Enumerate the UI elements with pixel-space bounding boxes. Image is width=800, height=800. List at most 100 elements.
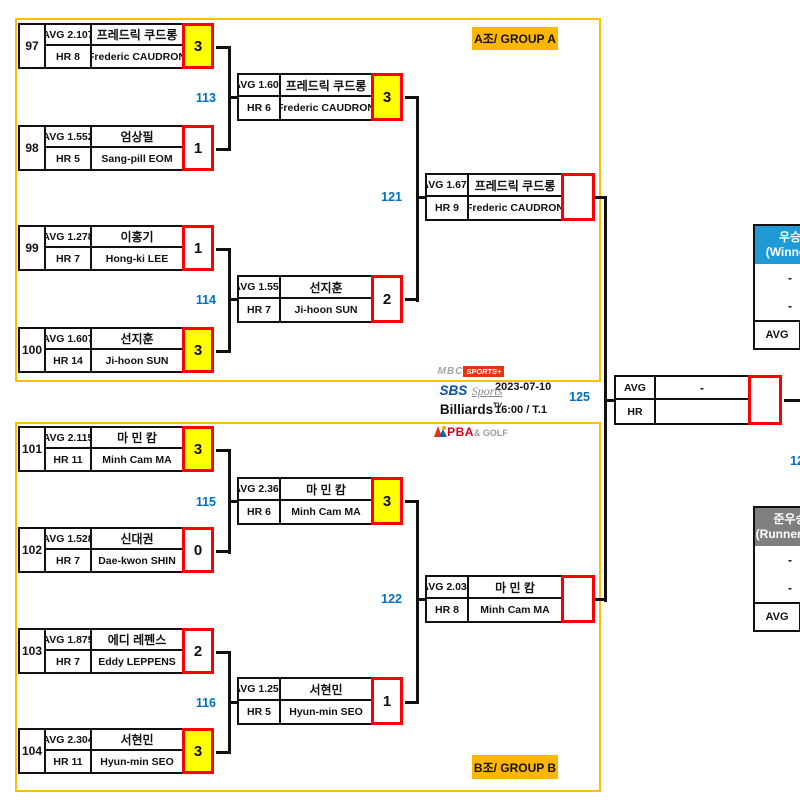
- bracket-connector: [216, 751, 230, 754]
- player-name-en: Sang-pill EOM: [101, 152, 173, 165]
- score-cell: 2: [182, 628, 214, 674]
- winner-title-en: (Winner): [765, 245, 800, 259]
- bracket-connector: [216, 148, 230, 151]
- match-date: 2023-07-10: [495, 381, 552, 393]
- score-cell: 3: [371, 73, 403, 121]
- match-number: 104: [20, 730, 46, 772]
- group-b-container: [15, 422, 601, 792]
- bracket-connector: [405, 298, 419, 301]
- player-name-kr: 프레드릭 쿠드롱: [92, 25, 182, 46]
- player-hr: HR 7: [239, 299, 281, 321]
- score-cell: [561, 173, 595, 221]
- bracket-connector: [416, 196, 427, 199]
- winner-avg-label: AVG: [755, 322, 800, 348]
- final-avg-value: -: [656, 377, 748, 400]
- player-name-en: Dae-kwon SHIN: [98, 554, 176, 567]
- billiards-logo-text: Billiards: [439, 402, 494, 417]
- bracket-connector: [405, 96, 419, 99]
- player-avg: AVG 1.552: [46, 127, 92, 148]
- player-hr: HR 6: [239, 501, 281, 523]
- player-avg: AVG 1.528: [46, 529, 92, 550]
- player-avg: AVG 1.607: [46, 329, 92, 350]
- player-name-en: Hyun-min SEO: [100, 755, 174, 768]
- player-hr: HR 8: [46, 46, 92, 67]
- player-name-kr: 마 민 캄: [469, 577, 561, 599]
- score-cell: 3: [182, 327, 214, 373]
- player-avg: AVG 1.875: [46, 630, 92, 651]
- match-number: 98: [20, 127, 46, 169]
- score-cell: 1: [371, 677, 403, 725]
- runnerup-box-body: - -: [755, 546, 800, 602]
- player-avg: AVG 1.553: [239, 277, 281, 299]
- bracket-number-126-partial: 12: [790, 454, 800, 468]
- player-name-kr: 마 민 캄: [92, 428, 182, 449]
- result-box-116: AVG 1.250 서현민 HR 5 Hyun-min SEO 1: [237, 677, 403, 725]
- bracket-number-122: 122: [381, 592, 402, 606]
- mbc-logo-text: MBC: [437, 366, 464, 377]
- score-cell: 0: [182, 527, 214, 573]
- billiards-tv-sup: TV: [493, 402, 503, 410]
- player-avg: AVG 2.115: [46, 428, 92, 449]
- runnerup-avg-row: AVG: [755, 602, 800, 630]
- match-box-98: 98 AVG 1.552 엄상필 HR 5 Sang-pill EOM 1: [18, 125, 214, 171]
- group-b-badge: B조/ GROUP B: [472, 755, 558, 779]
- bracket-connector: [416, 96, 419, 302]
- bracket-number-121: 121: [381, 190, 402, 204]
- bracket-connector: [416, 598, 427, 601]
- match-time-table: 16:00 / T.1: [495, 404, 547, 416]
- bracket-connector: [216, 550, 230, 553]
- score-cell: 3: [182, 426, 214, 472]
- player-avg: AVG 2.304: [46, 730, 92, 751]
- match-number: 101: [20, 428, 46, 470]
- runnerup-name-en: -: [788, 581, 792, 595]
- billiards-tv-logo: BilliardsTV: [425, 401, 517, 419]
- score-cell: [561, 575, 595, 623]
- score-cell: 2: [371, 275, 403, 323]
- player-name-kr: 엄상필: [92, 127, 182, 148]
- final-box-125: AVG - HR: [614, 375, 782, 425]
- pba-logo-text: PBA: [447, 425, 474, 439]
- match-box-97: 97 AVG 2.107 프레드릭 쿠드롱 HR 8 Frederic CAUD…: [18, 23, 214, 69]
- player-name-en: Frederic CAUDRON: [281, 102, 371, 114]
- player-name-kr: 서현민: [281, 679, 371, 701]
- bracket-connector: [595, 598, 607, 601]
- player-avg: AVG 1.250: [239, 679, 281, 701]
- runnerup-title-en: (Runner-up): [755, 527, 800, 541]
- player-hr: HR 5: [46, 148, 92, 169]
- pba-golf-logo: PBA& GOLF: [425, 423, 517, 441]
- score-cell: 3: [371, 477, 403, 525]
- player-name-en: Minh Cam MA: [291, 506, 361, 518]
- player-name-kr: 마 민 캄: [281, 479, 371, 501]
- winner-name-kr: -: [788, 271, 792, 285]
- player-name-en: Eddy LEPPENS: [98, 655, 176, 668]
- match-number: 99: [20, 227, 46, 269]
- player-hr: HR 14: [46, 350, 92, 371]
- player-hr: HR 8: [427, 599, 469, 621]
- player-avg: AVG 2.107: [46, 25, 92, 46]
- bracket-connector: [784, 399, 800, 402]
- bracket-number-113: 113: [195, 91, 216, 105]
- result-box-114: AVG 1.553 선지훈 HR 7 Ji-hoon SUN 2: [237, 275, 403, 323]
- player-name-en: Frederic CAUDRON: [92, 50, 182, 63]
- bracket-connector: [216, 248, 230, 251]
- group-a-badge: A조/ GROUP A: [472, 27, 558, 50]
- final-avg-label: AVG: [616, 377, 656, 400]
- result-box-113: AVG 1.606 프레드릭 쿠드롱 HR 6 Frederic CAUDRON…: [237, 73, 403, 121]
- result-box-122: AVG 2.034 마 민 캄 HR 8 Minh Cam MA: [425, 575, 595, 623]
- runnerup-name-kr: -: [788, 553, 792, 567]
- score-cell: 3: [182, 23, 214, 69]
- runnerup-box: 준우승 (Runner-up) - - AVG: [753, 506, 800, 632]
- winner-box-header: 우승 (Winner): [755, 226, 800, 264]
- bracket-connector: [595, 196, 607, 199]
- runnerup-title-kr: 준우승: [773, 512, 800, 526]
- bracket-number-115: 115: [195, 495, 216, 509]
- bracket-connector: [228, 701, 239, 704]
- mbc-sports-tag: SPORTS+: [463, 366, 505, 377]
- sbs-logo-text: SBS: [439, 383, 468, 398]
- bracket-connector: [216, 651, 230, 654]
- player-avg: AVG 1.606: [239, 75, 281, 97]
- bracket-connector: [405, 701, 419, 704]
- winner-avg-row: AVG: [755, 320, 800, 348]
